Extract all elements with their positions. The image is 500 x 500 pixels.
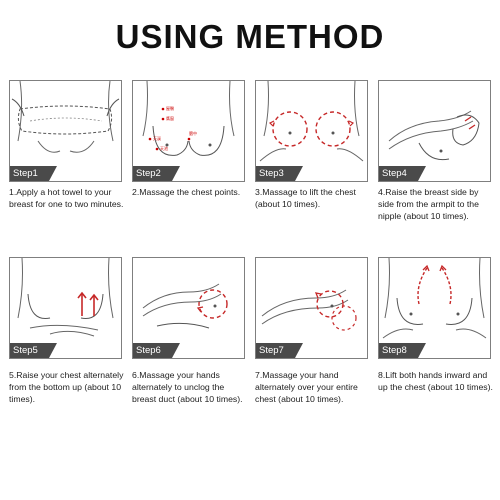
step7-label: Step7 [256,343,303,358]
acupoint-label: 膻中 [189,130,197,136]
acupoint-label: 天池 [160,145,168,151]
step1-illustration: Step1 [9,80,122,182]
step2-label: Step2 [133,166,180,181]
step8-caption: 8.Lift both hands inward and up the ches… [378,370,493,392]
step5-illustration: Step5 [9,257,122,359]
step4-caption: 4.Raise the breast side by side from the… [378,187,479,221]
step6-label: Step6 [133,343,180,358]
step8-illustration: Step8 [378,257,491,359]
acupoint-label: 天溪 [153,135,161,141]
acupoint-label: 屋翳 [166,105,174,111]
lift-inward-up-drawing [382,258,487,339]
page-title: USING METHOD [115,18,385,55]
whole-chest-massage-drawing [261,289,357,331]
raise-alternately-drawing [17,258,114,337]
step1-caption: 1.Apply a hot towel to your breast for o… [9,187,124,209]
raise-breast-side-drawing [388,110,480,161]
step4-label: Step4 [379,166,426,181]
step7-illustration: Step7 [255,257,368,359]
towel-on-chest-drawing [11,81,120,153]
step5-label: Step5 [10,343,57,358]
acupoint-label: 膺窗 [166,115,174,121]
lift-chest-drawing [259,81,364,162]
step2-caption: 2.Massage the chest points. [132,187,241,197]
step5-caption: 5.Raise your chest alternately from the … [9,370,124,404]
step2-illustration: 屋翳 膺窗 天溪 天池 膻中 Step2 [132,80,245,182]
unclog-duct-drawing [142,283,228,329]
step3-illustration: Step3 [255,80,368,182]
chest-points-drawing: 屋翳 膺窗 天溪 天池 膻中 [142,81,235,156]
step1-label: Step1 [10,166,57,181]
step3-label: Step3 [256,166,303,181]
step7-caption: 7.Massage your hand alternately over you… [255,370,358,404]
step6-caption: 6.Massage your hands alternately to uncl… [132,370,243,404]
step3-caption: 3.Massage to lift the chest (about 10 ti… [255,187,356,209]
step4-illustration: Step4 [378,80,491,182]
step8-label: Step8 [379,343,426,358]
step6-illustration: Step6 [132,257,245,359]
